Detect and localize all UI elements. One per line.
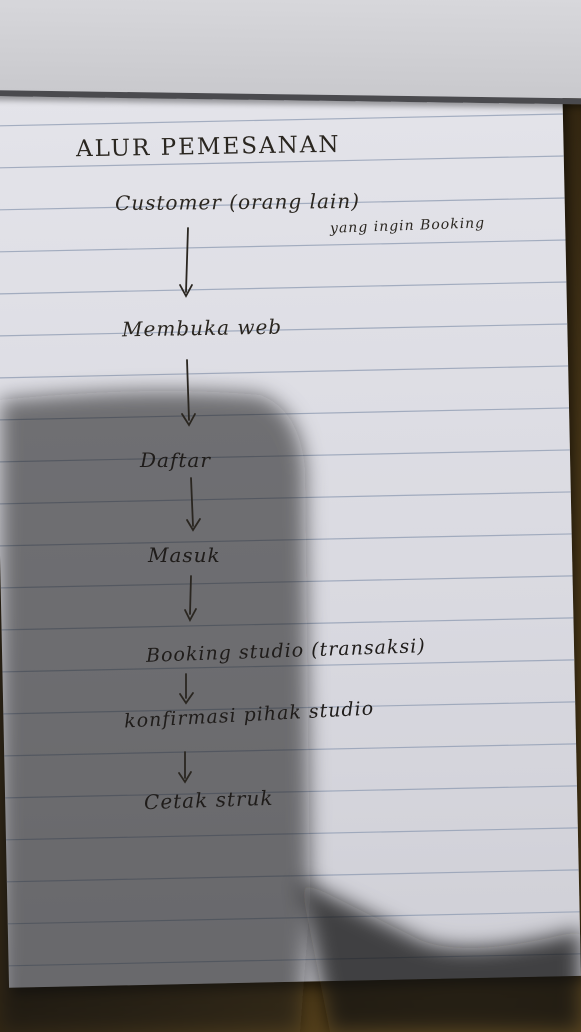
arrow-down-icon: [186, 477, 201, 532]
arrow-down-icon: [179, 227, 193, 298]
arrow-down-icon: [178, 751, 192, 784]
arrow-down-icon: [179, 673, 194, 705]
arrow-down-icon: [181, 359, 196, 427]
arrow-down-icon: [184, 575, 197, 622]
